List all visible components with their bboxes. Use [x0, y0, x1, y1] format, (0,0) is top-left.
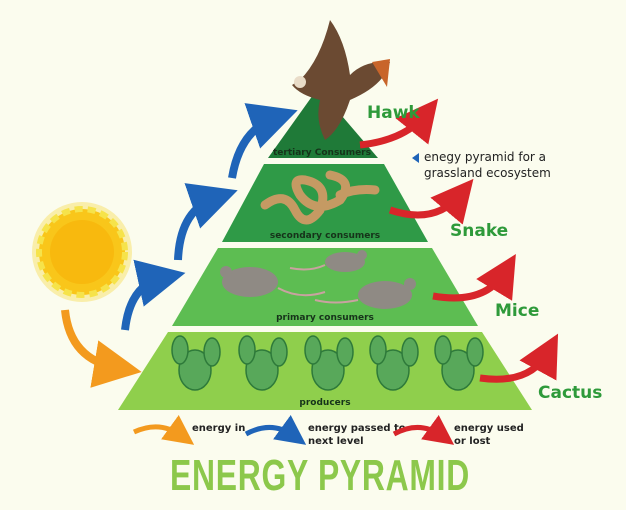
legend-energy-lost-1: energy used	[454, 423, 524, 434]
energy-lost-arrows	[359, 98, 559, 383]
note-line-1: enegy pyramid for a	[424, 150, 546, 164]
legend-blue-arrow	[244, 415, 307, 445]
note-line-2: grassland ecosystem	[424, 166, 551, 180]
legend-energy-lost-2: or lost	[454, 436, 491, 447]
tier-label-producers: producers	[299, 398, 350, 408]
legend: energy in energy passed to next level en…	[132, 415, 524, 447]
legend-orange-arrow	[132, 415, 195, 445]
pointer-icon	[412, 153, 419, 163]
label-mice: Mice	[495, 301, 539, 321]
mice-icon	[220, 250, 416, 309]
legend-energy-passed-2: next level	[308, 436, 364, 447]
tier-label-secondary: secondary consumers	[270, 231, 380, 241]
cactus-icons	[171, 335, 484, 391]
label-cactus: Cactus	[538, 383, 602, 403]
label-snake: Snake	[450, 221, 508, 241]
legend-energy-in: energy in	[192, 423, 245, 434]
snake-icon	[260, 170, 380, 225]
energy-in-arrow	[61, 309, 142, 388]
tier-label-tertiary: tertiary Consumers	[273, 148, 371, 158]
page-title: ENERGY PYRAMID	[170, 451, 470, 500]
hawk-icon	[292, 20, 390, 140]
tier-label-primary: primary consumers	[276, 313, 374, 323]
legend-energy-passed-1: energy passed to	[308, 423, 406, 434]
energy-passed-arrows	[121, 103, 298, 331]
sun-icon	[32, 202, 132, 302]
label-hawk: Hawk	[367, 103, 420, 123]
legend-red-arrow	[392, 415, 455, 445]
